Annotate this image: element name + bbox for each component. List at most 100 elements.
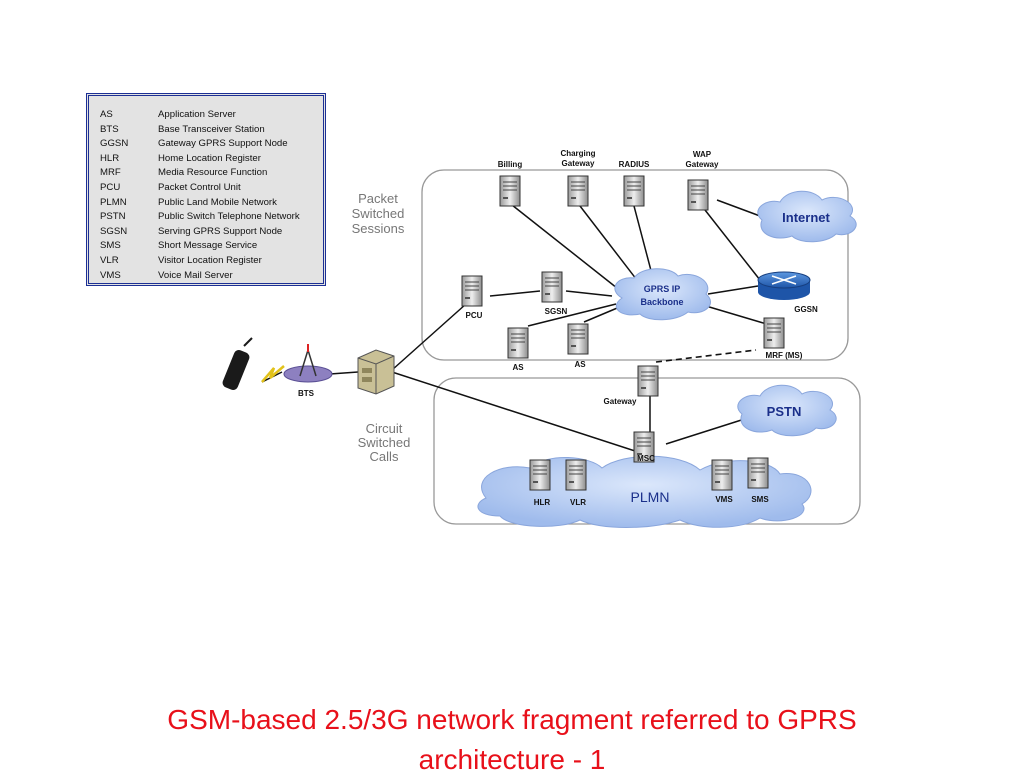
link-billing-backbone xyxy=(511,204,623,293)
radius-server-icon xyxy=(623,175,645,207)
switch-box-icon xyxy=(357,349,395,395)
link-bts-hub xyxy=(329,371,359,375)
legend-row: MRF Media Resource Function xyxy=(100,166,323,181)
legend-full: Base Transceiver Station xyxy=(158,123,265,135)
legend-abbr: PCU xyxy=(100,181,121,193)
link-backbone-ggsn xyxy=(707,285,759,295)
link-sgsn-backbone xyxy=(565,290,613,297)
legend-abbr: BTS xyxy=(100,123,119,135)
legend-row: HLR Home Location Register xyxy=(100,152,323,167)
bts-antenna-icon xyxy=(283,344,333,383)
legend-full: Visitor Location Register xyxy=(158,254,262,266)
svg-text:Switched: Switched xyxy=(352,206,405,221)
legend-abbr: PSTN xyxy=(100,211,126,223)
sms-label: SMS xyxy=(751,495,769,504)
mrf-server-icon xyxy=(763,317,785,349)
legend-full: Media Resource Function xyxy=(158,167,268,179)
wap-gateway-server-icon xyxy=(687,179,709,211)
legend-full: Packet Control Unit xyxy=(158,181,241,193)
plmn-label: PLMN xyxy=(631,489,670,505)
sgsn-label: SGSN xyxy=(545,307,568,316)
radius-label: RADIUS xyxy=(619,160,650,169)
legend-abbr: VLR xyxy=(100,254,119,266)
svg-text:Calls: Calls xyxy=(370,449,399,464)
pstn-label: PSTN xyxy=(767,404,802,419)
link-msc-pstn xyxy=(665,415,755,445)
slide-caption: GSM-based 2.5/3G network fragment referr… xyxy=(0,700,1024,780)
svg-text:Packet: Packet xyxy=(358,191,398,206)
ggsn-router-icon xyxy=(757,271,811,300)
billing-server-icon xyxy=(499,175,521,207)
mobile-phone-icon xyxy=(222,337,253,391)
as-server-icon-1 xyxy=(507,327,529,359)
legend-abbr: SGSN xyxy=(100,225,128,237)
link-charging-backbone xyxy=(579,205,641,285)
svg-text:Circuit: Circuit xyxy=(366,421,403,436)
packet-switched-label: Packet Switched Sessions xyxy=(352,191,405,236)
legend-full: Serving GPRS Support Node xyxy=(158,225,283,237)
legend-row: GGSN Gateway GPRS Support Node xyxy=(100,137,323,152)
as-label-1: AS xyxy=(512,363,524,372)
legend-abbr: MRF xyxy=(100,167,121,179)
wap-gateway-label-2: Gateway xyxy=(686,160,719,169)
pcu-server-icon xyxy=(461,275,483,307)
svg-text:Sessions: Sessions xyxy=(352,221,405,236)
sgsn-server-icon xyxy=(541,271,563,303)
vms-server-icon xyxy=(711,459,733,491)
vlr-server-icon xyxy=(565,459,587,491)
legend-abbr: VMS xyxy=(100,269,121,281)
sms-server-icon xyxy=(747,457,769,489)
legend-full: Application Server xyxy=(158,109,236,120)
as-label-2: AS xyxy=(574,360,586,369)
mrf-label: MRF (MS) xyxy=(766,351,803,360)
legend-row: BTS Base Transceiver Station xyxy=(100,123,323,138)
legend-full: Home Location Register xyxy=(158,152,261,164)
legend-row: SMS Short Message Service xyxy=(100,239,323,254)
vlr-label: VLR xyxy=(570,498,586,507)
wap-gateway-label-1: WAP xyxy=(693,150,712,159)
caption-line-1: GSM-based 2.5/3G network fragment referr… xyxy=(167,704,857,735)
legend-row: PSTN Public Switch Telephone Network xyxy=(100,210,323,225)
legend-abbr: HLR xyxy=(100,152,120,164)
link-wap-internet xyxy=(716,199,761,217)
circuit-switched-label: Circuit Switched Calls xyxy=(358,421,411,464)
legend-row: PCU Packet Control Unit xyxy=(100,181,323,196)
hlr-server-icon xyxy=(529,459,551,491)
legend-full: Short Message Service xyxy=(158,240,258,252)
charging-gateway-label-2: Gateway xyxy=(562,159,595,168)
caption-line-2: architecture - 1 xyxy=(418,744,606,775)
link-pcu-sgsn xyxy=(489,290,541,297)
hlr-label: HLR xyxy=(534,498,551,507)
charging-gateway-server-icon xyxy=(567,175,589,207)
gateway-server-icon xyxy=(637,365,659,397)
legend-abbr: SMS xyxy=(100,240,121,252)
ggsn-label: GGSN xyxy=(794,305,818,314)
legend-abbr: AS xyxy=(100,109,113,120)
legend-full: Public Switch Telephone Network xyxy=(158,211,300,223)
gprs-backbone-label-1: GPRS IP xyxy=(644,284,681,294)
legend-full: Gateway GPRS Support Node xyxy=(158,138,288,150)
link-wap-ggsn xyxy=(704,209,761,281)
internet-cloud: Internet xyxy=(757,190,857,243)
msc-label: MSC xyxy=(637,454,655,463)
gateway-label: Gateway xyxy=(604,397,637,406)
link-backbone-mrf xyxy=(705,305,771,326)
pcu-label: PCU xyxy=(466,311,483,320)
internet-label: Internet xyxy=(782,210,830,225)
charging-gateway-label-1: Charging xyxy=(560,149,595,158)
vms-label: VMS xyxy=(715,495,733,504)
link-as2-backbone xyxy=(583,305,623,323)
legend-abbr: GGSN xyxy=(100,138,129,150)
legend-row: AS Application Server xyxy=(100,108,323,123)
legend-row: VMS Voice Mail Server xyxy=(100,269,323,284)
legend-row: VLR Visitor Location Register xyxy=(100,254,323,269)
link-bts-msc xyxy=(391,371,639,453)
legend-full: Voice Mail Server xyxy=(158,269,233,281)
gprs-backbone-cloud: GPRS IP Backbone xyxy=(614,268,711,321)
as-server-icon-2 xyxy=(567,323,589,355)
bts-label: BTS xyxy=(298,389,315,398)
legend-full: Public Land Mobile Network xyxy=(158,196,277,208)
